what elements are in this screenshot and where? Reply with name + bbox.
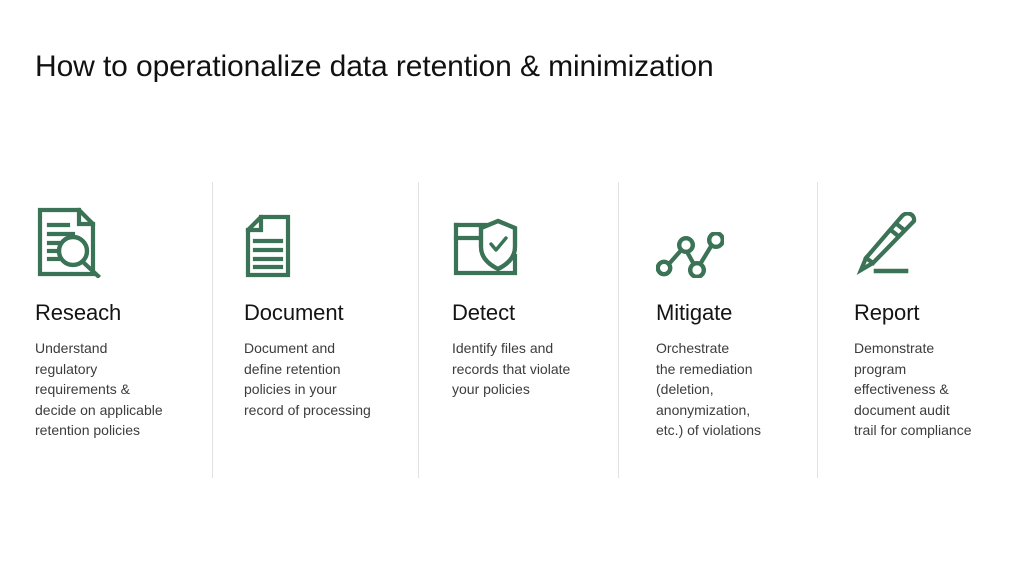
column-divider bbox=[817, 182, 818, 478]
node-graph-icon bbox=[656, 182, 811, 280]
step-title: Reseach bbox=[35, 300, 122, 325]
document-search-icon bbox=[35, 182, 205, 280]
page-title: How to operationalize data retention & m… bbox=[35, 50, 714, 83]
step-body: Identify files and records that violate … bbox=[452, 340, 571, 398]
column-divider bbox=[618, 182, 619, 478]
step-body: Orchestrate the remediation (deletion, a… bbox=[656, 340, 762, 439]
step-card-research: Reseach Understand regulatory requiremen… bbox=[35, 182, 205, 478]
step-card-mitigate: Mitigate Orchestrate the remediation (de… bbox=[656, 182, 811, 478]
step-body: Document and define retention policies i… bbox=[244, 340, 371, 418]
step-card-detect: Detect Identify files and records that v… bbox=[452, 182, 604, 478]
folder-shield-check-icon bbox=[452, 182, 604, 280]
step-title: Detect bbox=[452, 300, 515, 325]
column-divider bbox=[418, 182, 419, 478]
step-card-report: Report Demonstrate program effectiveness… bbox=[854, 182, 1004, 478]
step-title: Document bbox=[244, 300, 344, 325]
step-columns: Reseach Understand regulatory requiremen… bbox=[0, 182, 1024, 478]
step-title: Mitigate bbox=[656, 300, 733, 325]
step-card-document: Document Document and define retention p… bbox=[244, 182, 409, 478]
step-body: Demonstrate program effectiveness & docu… bbox=[854, 340, 972, 439]
pencil-edit-icon bbox=[854, 182, 1004, 280]
step-body: Understand regulatory requirements & dec… bbox=[35, 340, 163, 439]
step-title: Report bbox=[854, 300, 920, 325]
column-divider bbox=[212, 182, 213, 478]
document-lines-icon bbox=[244, 182, 409, 280]
